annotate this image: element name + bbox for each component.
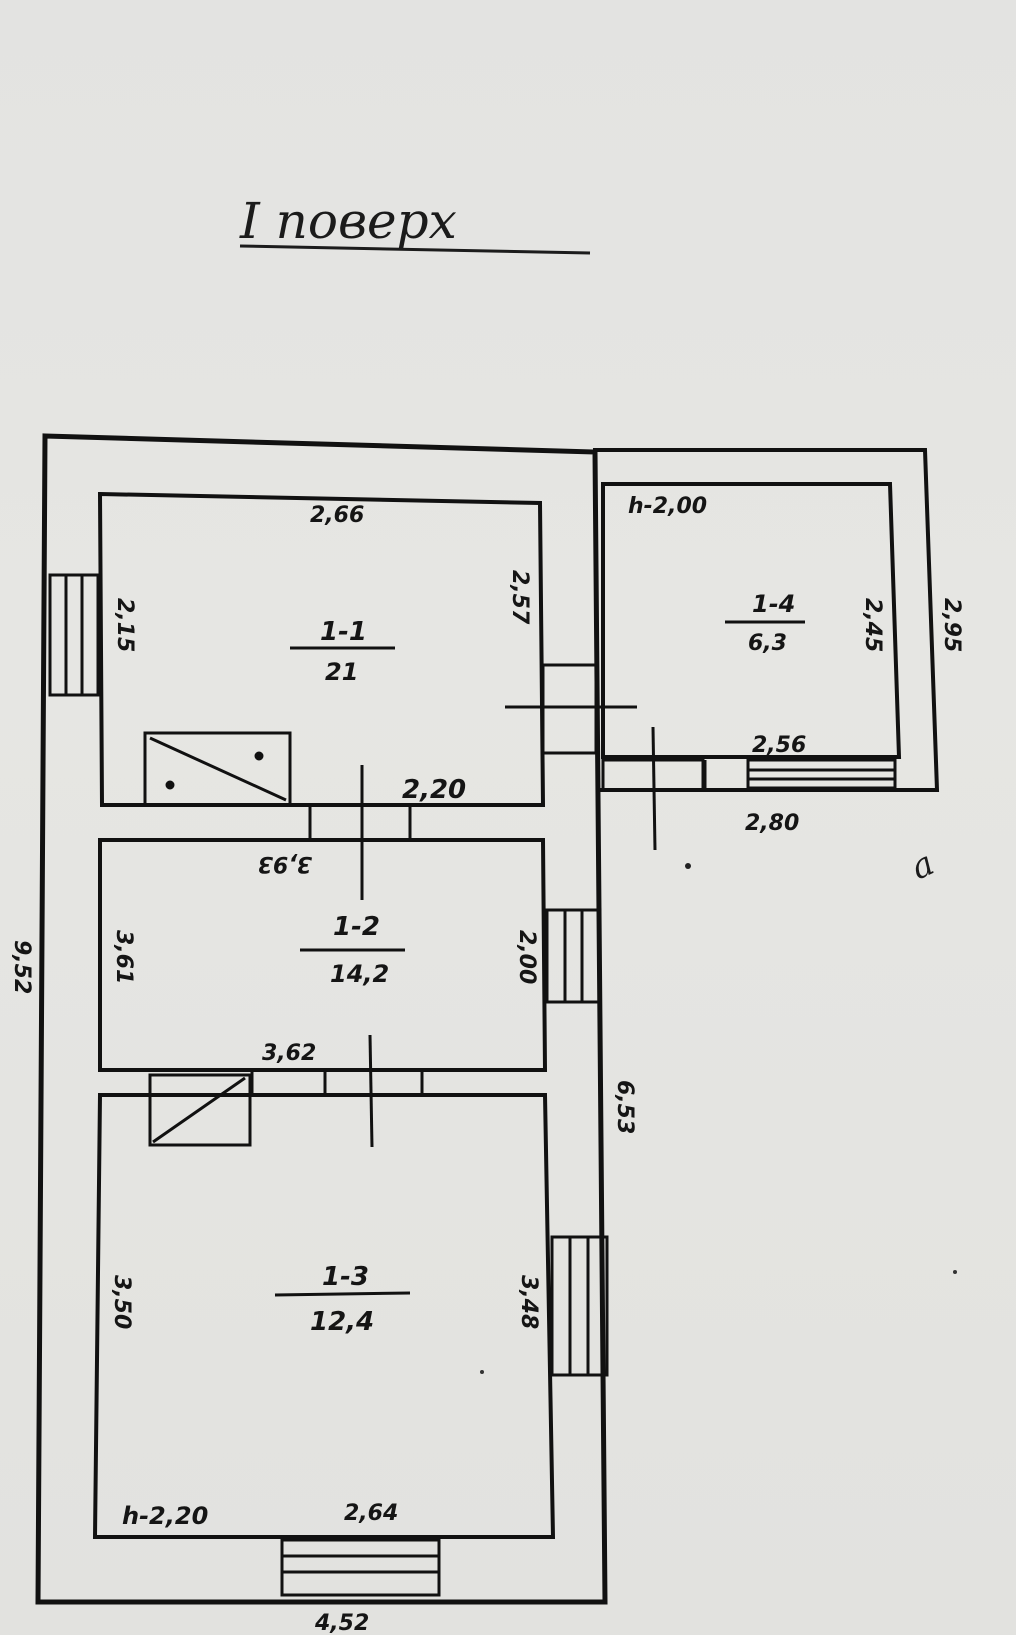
room-1-2-outline (98, 838, 548, 1072)
dim-r3-left: 3,50 (109, 1275, 134, 1329)
window-bottom-r3 (280, 1538, 441, 1597)
dim-r4-outer-right: 2,95 (939, 598, 964, 652)
door-r2-r3 (250, 1068, 424, 1097)
room-1-1-outline (97, 491, 546, 807)
dimension-labels: 2,66 2,15 2,57 2,20 3,93 3,61 2,00 3,62 … (9, 494, 964, 1635)
room-1-4-outline (601, 482, 902, 759)
window-right-r3 (550, 1235, 609, 1377)
doors (250, 663, 707, 1148)
stamp-letter: а (905, 843, 940, 888)
windows (48, 573, 897, 1597)
dim-r4-height: h-2,00 (628, 494, 707, 519)
dim-outer-bottom: 4,52 (314, 1611, 369, 1635)
room-label-1-3: 1-3 12,4 (274, 1262, 411, 1337)
stove-r1 (143, 731, 292, 807)
dim-r1-right: 2,57 (507, 570, 532, 625)
room-1-4-number: 1-4 (752, 590, 795, 618)
stoves (143, 731, 292, 1147)
window-right-r2 (545, 908, 602, 1004)
room-1-1-area: 21 (325, 658, 358, 686)
room-labels: 1-1 21 1-2 14,2 1-3 12,4 1-4 6,3 (274, 590, 805, 1337)
room-1-4-area: 6,3 (748, 631, 787, 656)
dim-outer-left: 9,52 (9, 940, 34, 994)
door-r1-east (541, 663, 598, 755)
room-1-2-number: 1-2 (333, 912, 380, 942)
dim-r4-right: 2,45 (860, 598, 885, 652)
dim-r2-left: 3,61 (111, 930, 136, 984)
stove-r3 (148, 1073, 252, 1147)
window-bottom-r4 (746, 758, 897, 790)
dim-r1-top: 2,66 (310, 503, 364, 528)
dim-r2-top: 3,93 (258, 851, 312, 876)
dim-r3-right: 3,48 (516, 1275, 541, 1329)
door-r1-r2 (308, 803, 412, 842)
dim-r4-bottom: 2,56 (752, 733, 806, 758)
room-1-1-number: 1-1 (320, 617, 367, 647)
plan-title: I поверх (239, 192, 457, 250)
room-label-1-2: 1-2 14,2 (300, 912, 405, 988)
room-1-3-area: 12,4 (310, 1307, 374, 1337)
room-1-3-number: 1-3 (322, 1262, 369, 1292)
dim-r3-bottom: 2,64 (344, 1501, 398, 1526)
dim-r1-left: 2,15 (112, 598, 137, 652)
dim-r4-outer-bottom: 2,80 (745, 811, 799, 836)
dim-r3-height: h-2,20 (122, 1502, 208, 1530)
dim-r2-bottom: 3,62 (262, 1041, 316, 1066)
dim-outer-right-mid: 6,53 (612, 1080, 637, 1134)
room-label-1-4: 1-4 6,3 (725, 590, 805, 656)
dim-r2-right: 2,00 (514, 930, 539, 984)
room-label-1-1: 1-1 21 (290, 617, 395, 686)
room-1-2-area: 14,2 (330, 960, 389, 988)
window-left-r1 (48, 573, 100, 697)
dim-r1-bottom: 2,20 (402, 775, 466, 805)
building-outline (35, 433, 940, 1605)
title-underline (239, 244, 591, 255)
